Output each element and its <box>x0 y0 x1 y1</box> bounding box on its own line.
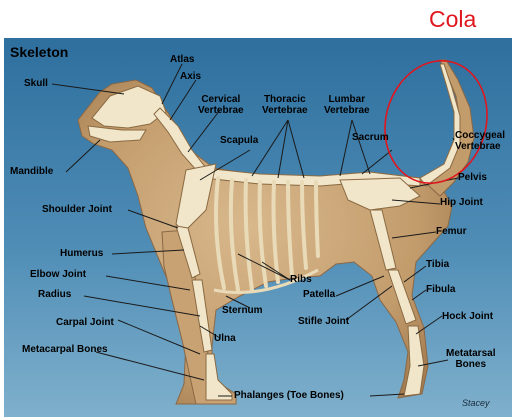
label-stifle-joint: Stifle Joint <box>298 317 349 328</box>
label-metacarpal-bones: Metacarpal Bones <box>22 345 108 356</box>
label-cervical-vertebrae: Cervical Vertebrae <box>198 95 244 116</box>
label-radius: Radius <box>38 290 71 301</box>
label-carpal-joint: Carpal Joint <box>56 318 114 329</box>
label-pelvis: Pelvis <box>458 173 487 184</box>
label-humerus: Humerus <box>60 249 103 260</box>
label-sternum: Sternum <box>222 306 263 317</box>
label-axis: Axis <box>180 72 201 83</box>
label-fibula: Fibula <box>426 285 455 296</box>
label-hip-joint: Hip Joint <box>440 198 483 209</box>
label-atlas: Atlas <box>170 55 194 66</box>
label-lumbar-vertebrae: Lumbar Vertebrae <box>324 95 370 116</box>
label-femur: Femur <box>436 227 467 238</box>
label-phalanges: Phalanges (Toe Bones) <box>234 391 344 402</box>
label-tibia: Tibia <box>426 260 449 271</box>
label-metatarsal-bones: Metatarsal Bones <box>446 349 495 370</box>
label-thoracic-vertebrae: Thoracic Vertebrae <box>262 95 308 116</box>
label-skull: Skull <box>24 79 48 90</box>
label-coccygeal-vertebrae: Coccygeal Vertebrae <box>455 131 505 152</box>
label-shoulder-joint: Shoulder Joint <box>42 205 112 216</box>
label-mandible: Mandible <box>10 167 53 178</box>
label-sacrum: Sacrum <box>352 133 389 144</box>
diagram-title: Skeleton <box>10 44 68 60</box>
label-hock-joint: Hock Joint <box>442 312 493 323</box>
label-ulna: Ulna <box>214 334 236 345</box>
label-elbow-joint: Elbow Joint <box>30 270 86 281</box>
label-scapula: Scapula <box>220 136 258 147</box>
cola-annotation: Cola <box>429 6 476 33</box>
label-patella: Patella <box>303 290 335 301</box>
label-ribs: Ribs <box>290 275 312 286</box>
signature: Stacey <box>462 398 490 408</box>
